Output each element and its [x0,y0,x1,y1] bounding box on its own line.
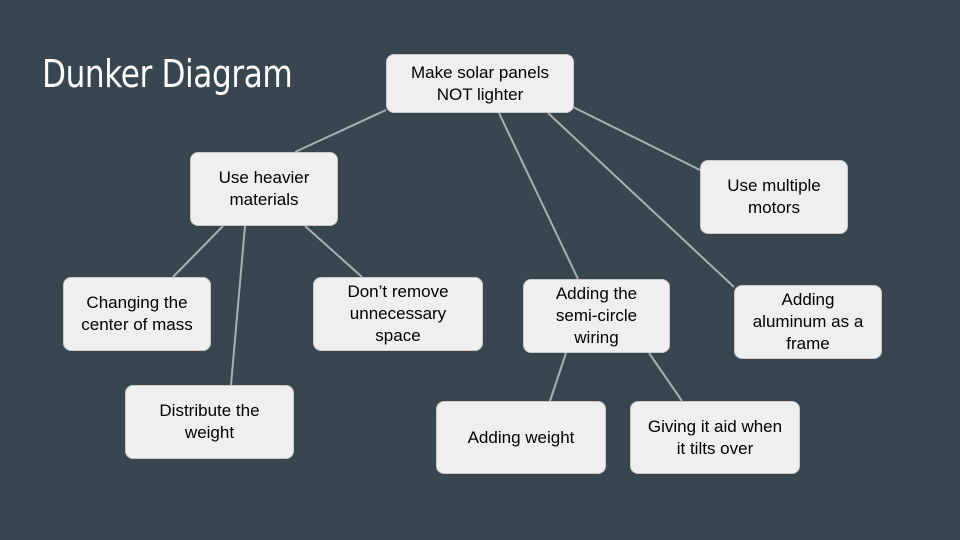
node-dont-remove-unnecessary-space: Don’t remove unnecessary space [313,277,483,351]
node-distribute-the-weight: Distribute the weight [125,385,294,459]
connector-heavier-distribute [230,225,246,386]
slide-title: Dunker Diagram [42,52,293,96]
node-adding-aluminum-frame: Adding aluminum as a frame [734,285,882,359]
node-use-multiple-motors: Use multiple motors [700,160,848,234]
connector-root-heavier [294,109,387,153]
node-adding-semi-circle-wiring: Adding the semi-circle wiring [523,279,670,353]
node-use-heavier-materials: Use heavier materials [190,152,338,226]
node-adding-weight: Adding weight [436,401,606,474]
node-changing-center-of-mass: Changing the center of mass [63,277,211,351]
connector-semicircle-weight [549,352,567,402]
node-aid-when-tilts-over: Giving it aid when it tilts over [630,401,800,474]
connector-root-aluminum [547,112,735,288]
connector-root-semicircle [498,112,579,280]
connector-semicircle-tilts [648,352,683,402]
connector-heavier-dontremove [304,225,363,278]
connector-root-motors [572,106,701,171]
node-make-solar-panels-not-lighter: Make solar panels NOT lighter [386,54,574,113]
connector-heavier-center [172,225,224,278]
